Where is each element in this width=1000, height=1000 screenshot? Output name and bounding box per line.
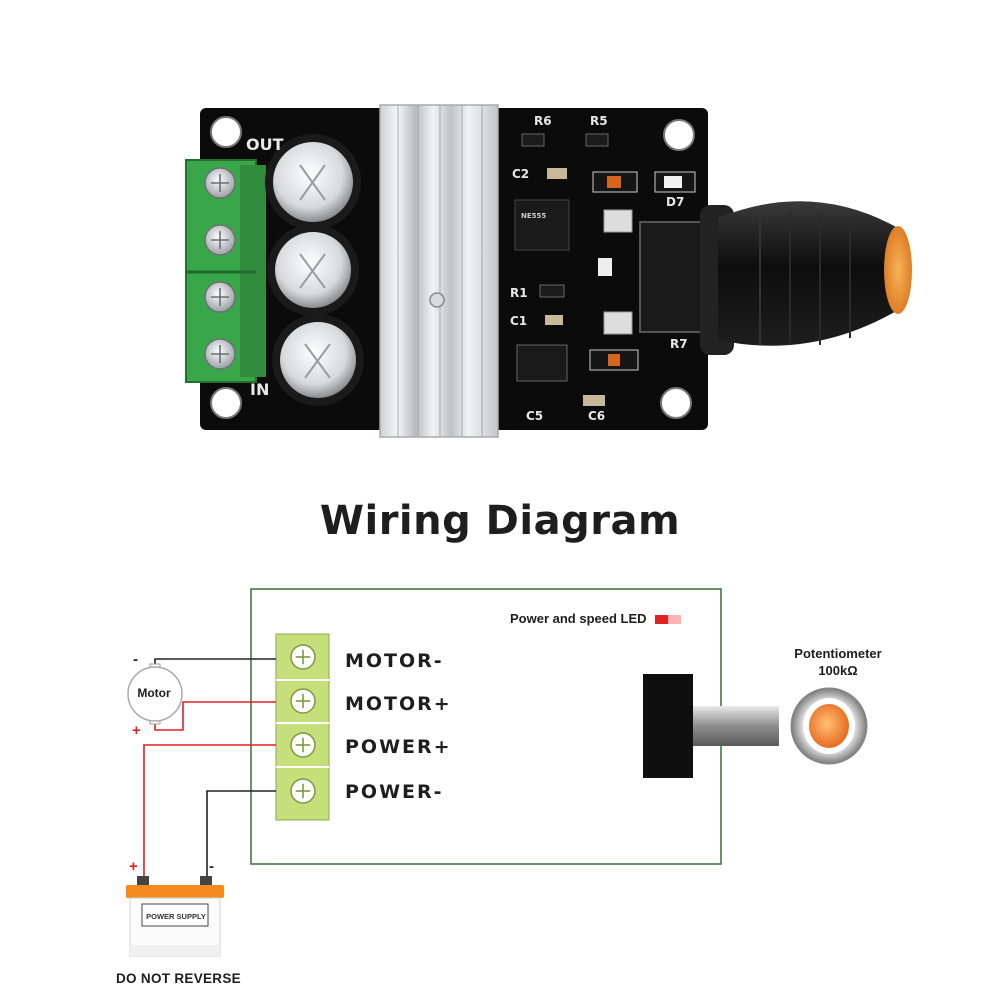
silk-r1: R1	[510, 286, 528, 300]
wire-motor-plus	[154, 701, 276, 731]
silk-chip: NE555	[521, 212, 546, 220]
motor-label: Motor	[137, 686, 171, 700]
warning-label: DO NOT REVERSE	[116, 971, 241, 986]
supply-plus-sign: +	[129, 858, 138, 875]
potentiometer-label: Potentiometer 100kΩ	[768, 645, 908, 679]
terminal-screw-icon	[290, 778, 316, 804]
capacitor	[272, 314, 364, 406]
terminal-screw-icon	[204, 167, 236, 199]
silk-in: IN	[250, 380, 269, 399]
mount-hole	[210, 387, 242, 419]
silk-r7: R7	[670, 337, 688, 351]
silk-c6: C6	[588, 409, 605, 423]
terminal-screw-icon	[204, 224, 236, 256]
power-supply-label: POWER SUPPLY	[146, 912, 206, 921]
silk-c5: C5	[526, 409, 543, 423]
potentiometer	[639, 201, 912, 355]
terminal-screw-icon	[204, 281, 236, 313]
potentiometer-icon	[643, 674, 868, 778]
supply-minus-sign: -	[209, 858, 214, 875]
potentiometer-value: 100kΩ	[818, 663, 858, 678]
screw-terminal-block	[185, 159, 266, 383]
wire-power-plus	[143, 744, 276, 880]
terminal-label-motor-minus: MOTOR-	[345, 650, 444, 672]
terminal-screw-icon	[204, 338, 236, 370]
motor-icon	[127, 663, 183, 725]
terminal-label-motor-plus: MOTOR+	[345, 693, 452, 715]
terminal-screw-icon	[290, 644, 316, 670]
silkscreen-labels: R6 R5 C2 D7 R1 C1 R7 C5 C6 OUT IN NE555	[246, 114, 688, 423]
mount-hole	[210, 116, 242, 148]
smd-components	[514, 133, 696, 406]
terminal-block	[275, 633, 330, 821]
silk-r6: R6	[534, 114, 552, 128]
terminal-screw-icon	[290, 688, 316, 714]
silk-c2: C2	[512, 167, 529, 181]
silk-c1: C1	[510, 314, 527, 328]
heatsink	[379, 104, 499, 438]
silk-out: OUT	[246, 135, 284, 154]
motor-plus-sign: +	[132, 722, 141, 739]
capacitor	[265, 134, 361, 230]
terminal-screw-icon	[290, 732, 316, 758]
silk-r5: R5	[590, 114, 608, 128]
terminal-label-power-plus: POWER+	[345, 736, 452, 758]
potentiometer-title: Potentiometer	[794, 646, 882, 661]
silk-d7: D7	[666, 195, 684, 209]
wire-power-minus	[206, 790, 276, 880]
power-supply-icon	[126, 876, 224, 957]
motor-minus-sign: -	[133, 651, 138, 668]
wiring-diagram	[126, 588, 868, 957]
capacitor	[267, 224, 359, 316]
pwm-controller-board: R6 R5 C2 D7 R1 C1 R7 C5 C6 OUT IN NE555	[185, 104, 912, 438]
page-title: Wiring Diagram	[319, 498, 681, 544]
mount-hole	[660, 387, 692, 419]
wire-motor-minus	[154, 658, 276, 668]
terminal-label-power-minus: POWER-	[345, 781, 444, 803]
mount-hole	[663, 119, 695, 151]
led-label: Power and speed LED	[510, 611, 647, 626]
